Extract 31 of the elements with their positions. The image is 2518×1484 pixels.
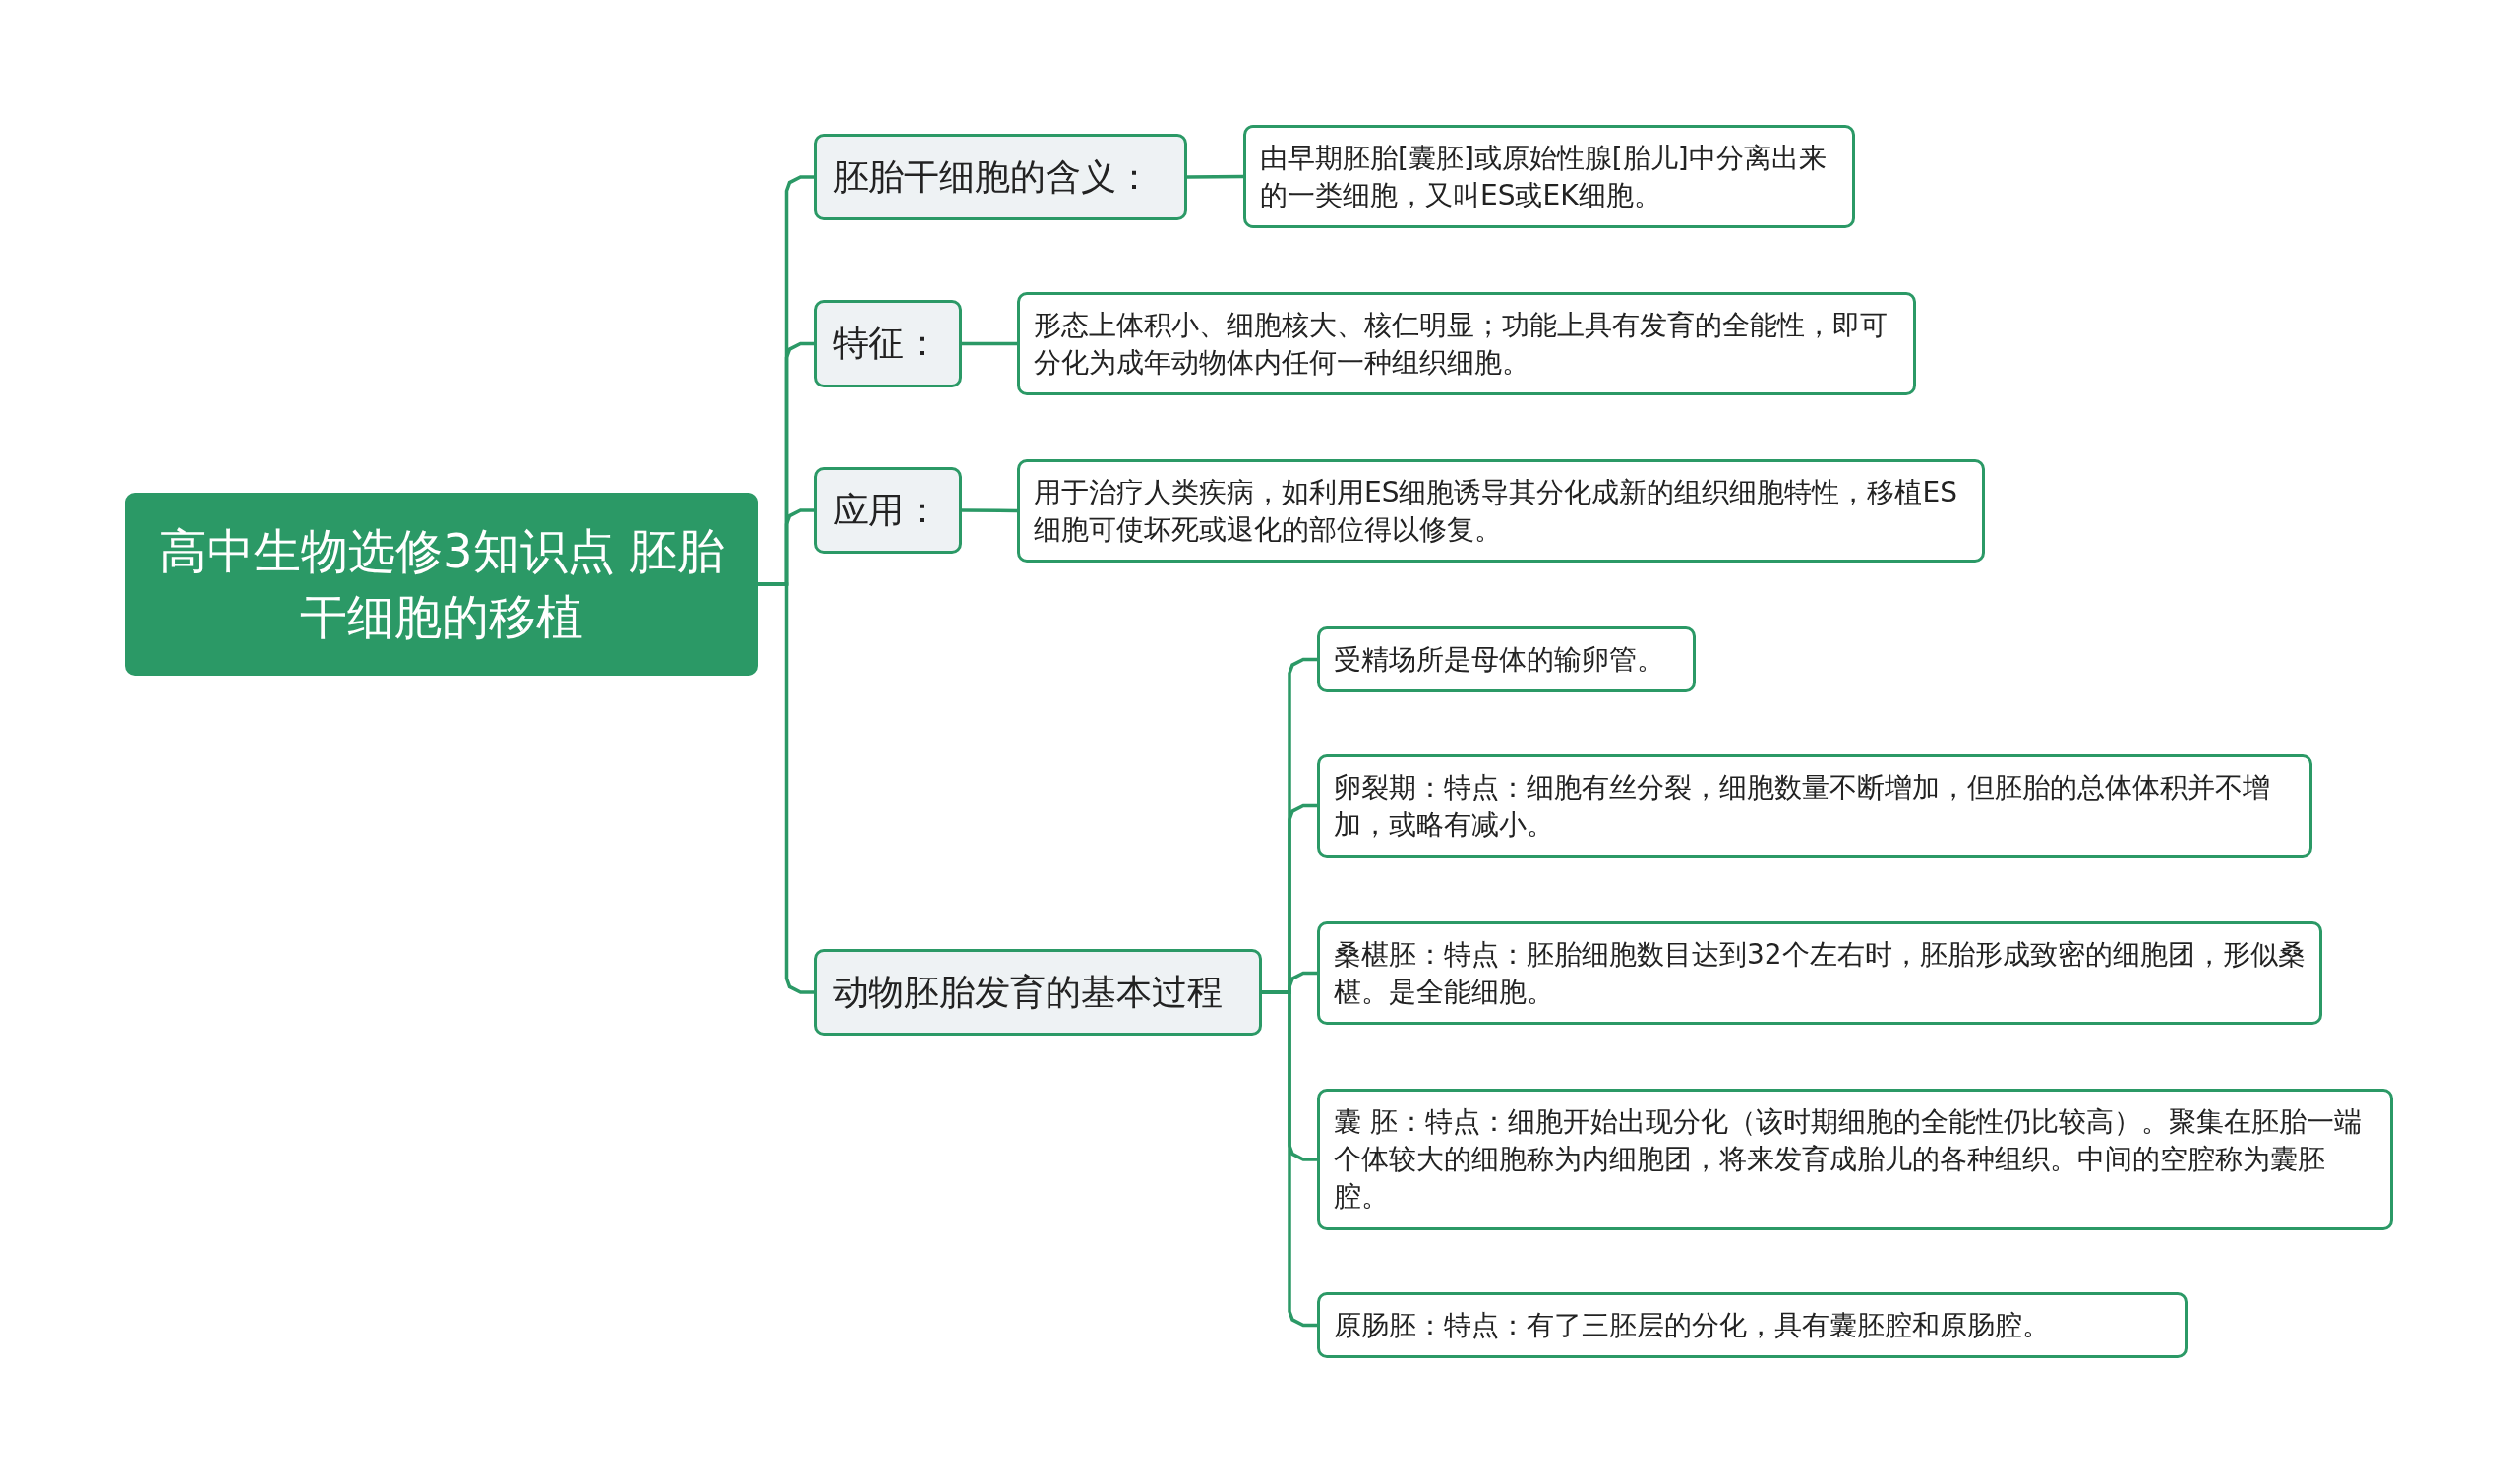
topic-box (814, 134, 1187, 220)
node-text: 囊 胚：特点：细胞开始出现分化（该时期细胞的全能性仍比较高）。聚集在胚胎一端个体较大的细胞称为内细胞团，将来发育成胎儿的各种组织。中间的空腔称为囊胚腔。 (1334, 1104, 2363, 1215)
connector-line (1262, 990, 1317, 1328)
central-topic-box (125, 493, 758, 676)
topic-box (814, 949, 1262, 1036)
topic-box (814, 467, 962, 554)
connector-line (962, 508, 1017, 513)
connector-line (758, 582, 814, 994)
note-box (1317, 754, 2312, 858)
note-box (1317, 1292, 2188, 1358)
connector-line (1187, 174, 1243, 179)
node-text: 由早期胚胎[囊胚]或原始性腺[胎儿]中分离出来的一类细胞，又叫ES或EK细胞。 (1260, 140, 1828, 213)
node-text: 桑椹胚：特点：胚胎细胞数目达到32个左右时，胚胎形成致密的细胞团，形似桑椹。是全能细胞。 (1334, 936, 2306, 1010)
note-box (1017, 459, 1985, 563)
node-text: 应用： (833, 488, 939, 532)
node-text: 受精场所是母体的输卵管。 (1334, 641, 1664, 678)
node-text: 胚胎干细胞的含义： (833, 154, 1152, 199)
note-box (1317, 921, 2322, 1025)
node-text: 高中生物选修3知识点 胚胎干细胞的移植 (158, 521, 725, 646)
node-text: 卵裂期：特点：细胞有丝分裂，细胞数量不断增加，但胚胎的总体体积并不增加，或略有减小。 (1334, 769, 2271, 843)
connector-line (962, 341, 1017, 346)
note-box (1243, 125, 1855, 228)
note-box (1317, 1089, 2393, 1230)
note-box (1317, 626, 1696, 692)
topic-box (814, 300, 962, 387)
node-text: 用于治疗人类疾病，如利用ES细胞诱导其分化成新的组织细胞特性，移植ES细胞可使坏死或退化的部位得以修复。 (1034, 474, 1958, 548)
note-box (1017, 292, 1916, 395)
node-text: 原肠胚：特点：有了三胚层的分化，具有囊胚腔和原肠腔。 (1334, 1307, 2050, 1343)
node-text: 形态上体积小、细胞核大、核仁明显；功能上具有发育的全能性，即可分化为成年动物体内任何一种组织细胞。 (1034, 307, 1888, 381)
node-text: 特征： (833, 322, 939, 365)
node-text: 动物胚胎发育的基本过程 (833, 970, 1223, 1014)
